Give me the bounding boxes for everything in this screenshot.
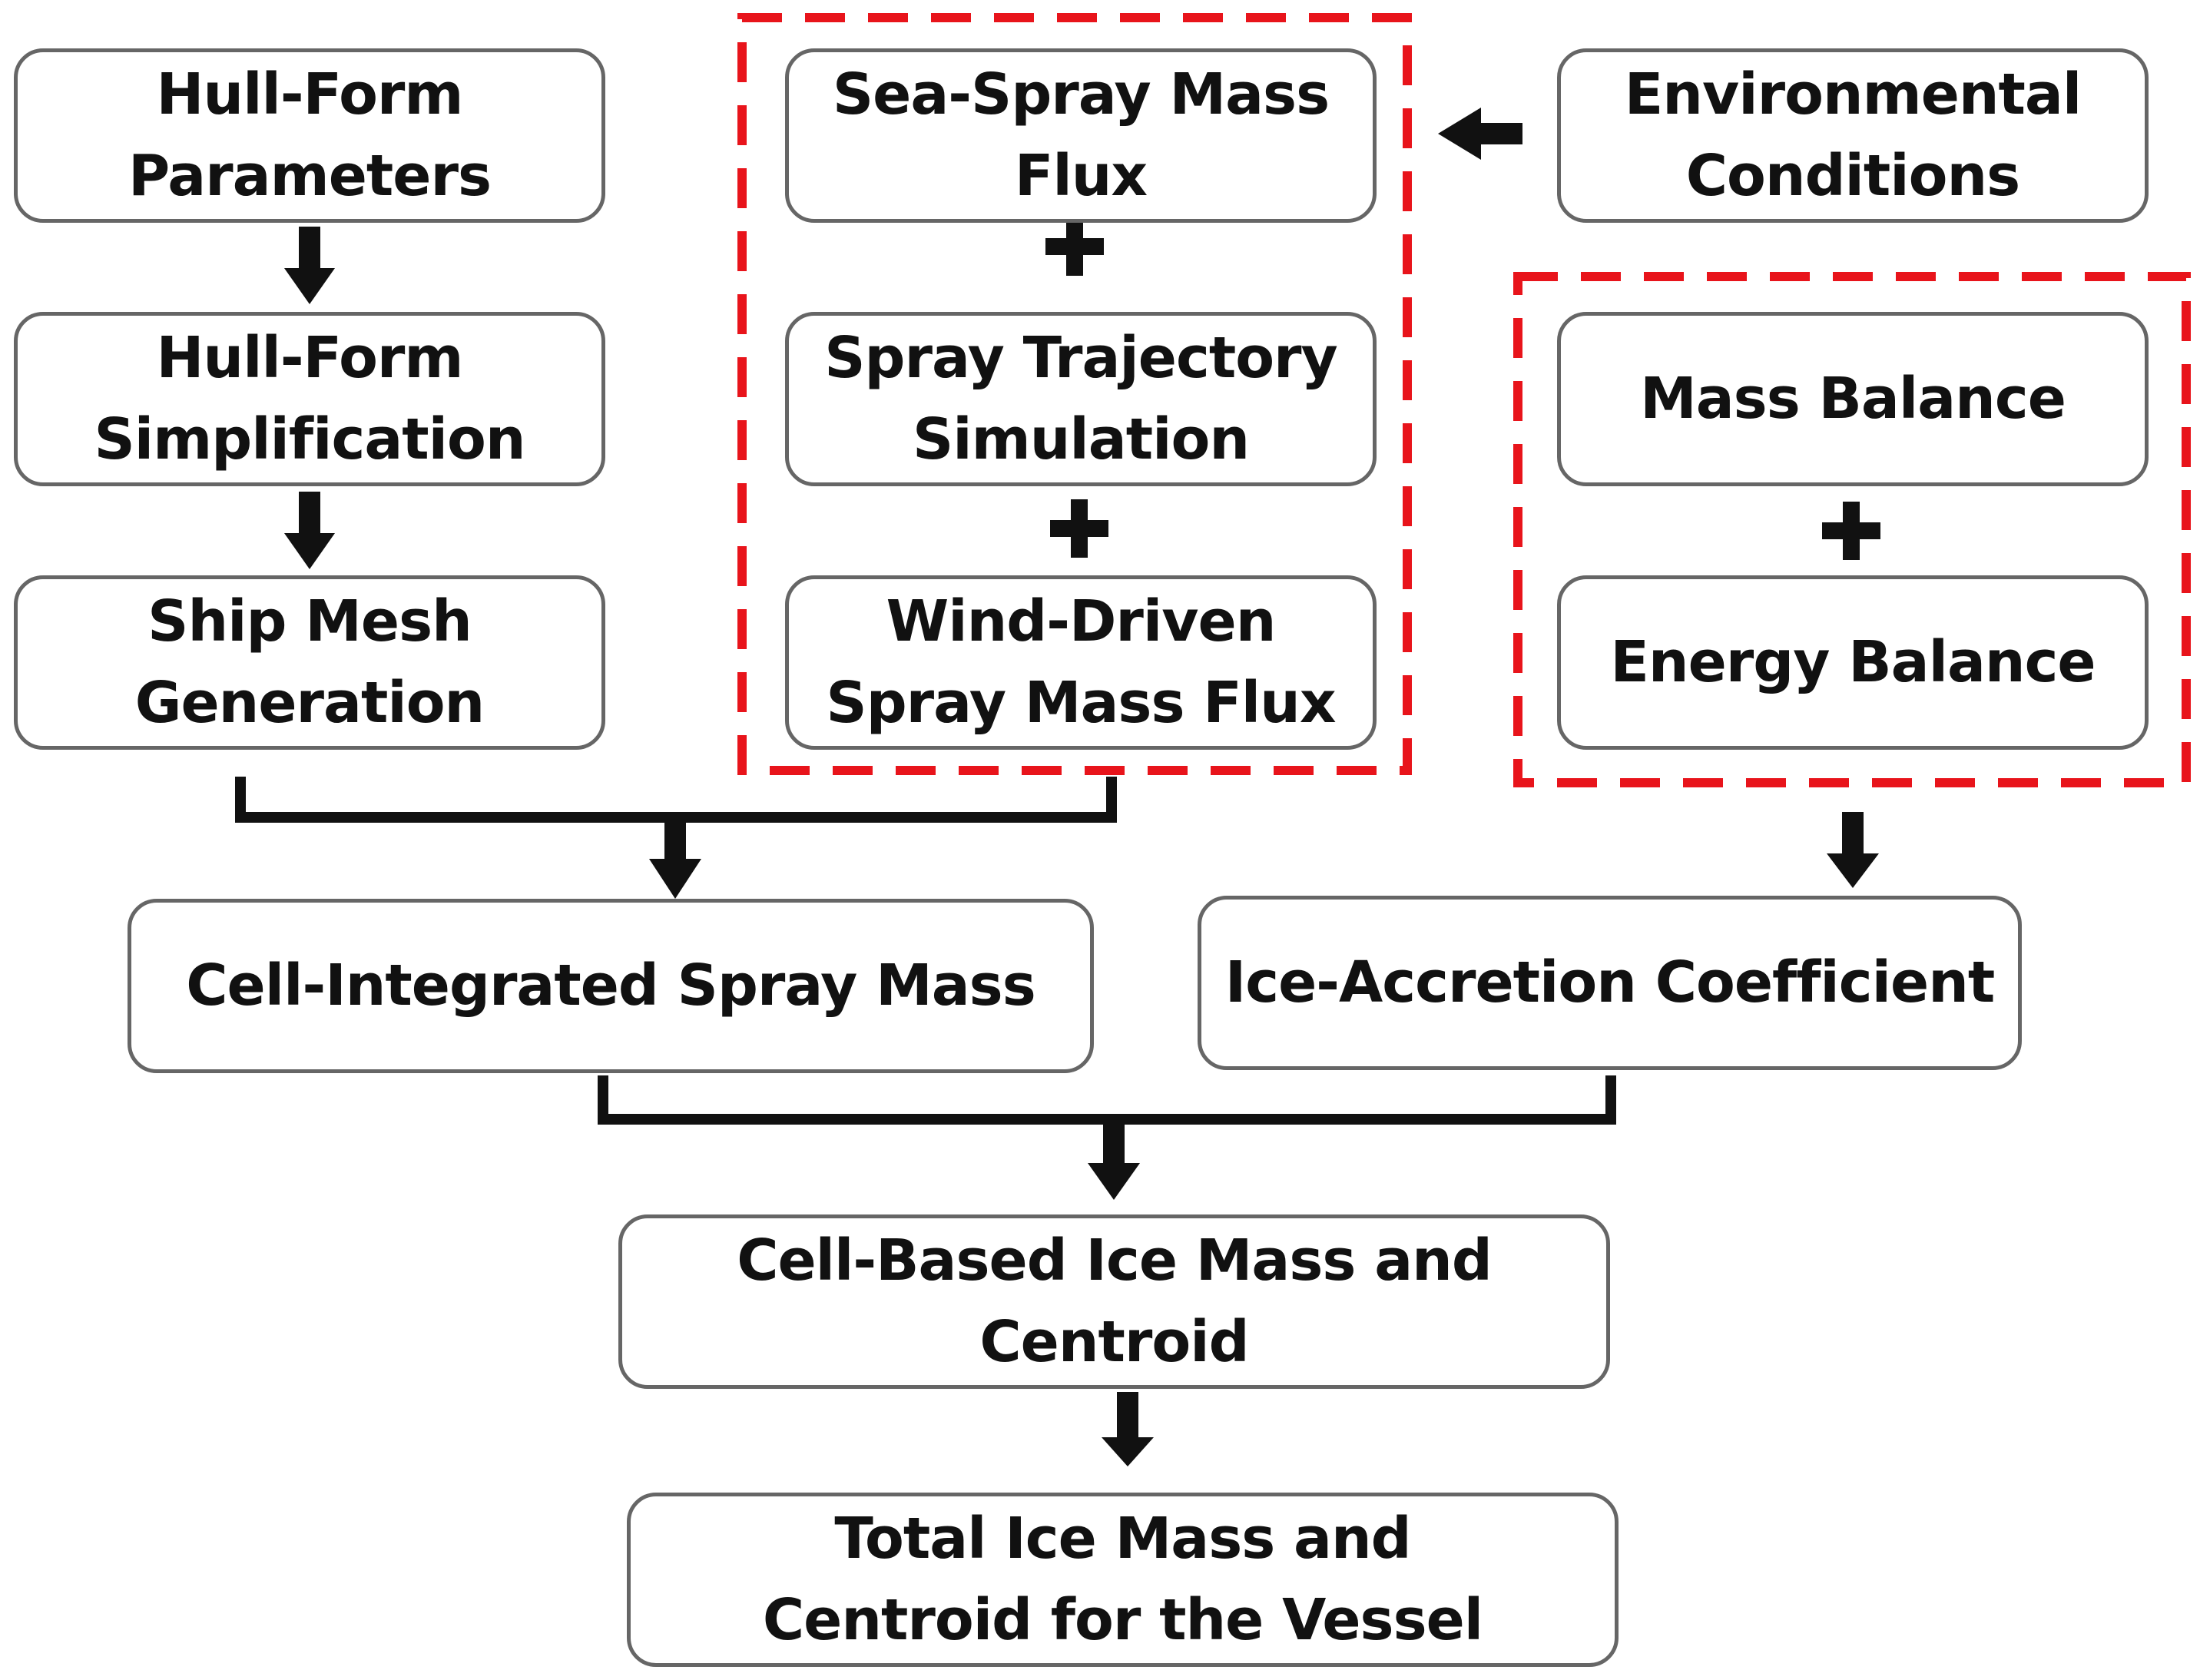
spray-trajectory-simulation-box: Spray Trajectory Simulation: [785, 312, 1377, 486]
arrow-environment-to-sea-spray: [1438, 108, 1522, 160]
arrow-parameters-to-simplification: [284, 227, 335, 304]
arrow-cell-based-to-total: [1102, 1392, 1154, 1466]
cell-based-ice-mass-box: Cell-Based Ice Mass and Centroid: [618, 1214, 1610, 1389]
spray-group-outline: [737, 13, 1412, 775]
energy-balance-label: Energy Balance: [1610, 628, 2096, 695]
ice-accretion-coefficient-label: Ice-Accretion Coefficient: [1224, 949, 1996, 1016]
wind-driven-spray-mass-flux-label: Wind-Driven Spray Mass Flux: [826, 588, 1336, 736]
total-ice-mass-label: Total Ice Mass and Centroid for the Vess…: [762, 1506, 1483, 1653]
balance-group-outline: [1513, 272, 2191, 787]
arrow-to-cell-based-ice-mass: [1088, 1119, 1140, 1200]
plus-icon: [1050, 499, 1108, 558]
mass-balance-label: Mass Balance: [1640, 365, 2066, 432]
ship-mesh-generation-box: Ship Mesh Generation: [14, 575, 605, 750]
environmental-conditions-box: Environmental Conditions: [1557, 48, 2149, 223]
hull-form-simplification-box: Hull-Form Simplification: [14, 312, 605, 486]
spray-trajectory-simulation-label: Spray Trajectory Simulation: [824, 325, 1338, 472]
plus-icon: [1822, 502, 1880, 560]
environmental-conditions-label: Environmental Conditions: [1624, 61, 2082, 209]
hull-form-parameters-box: Hull-Form Parameters: [14, 48, 605, 223]
merge-bracket-bottom: [598, 1075, 1616, 1125]
ship-mesh-generation-label: Ship Mesh Generation: [134, 588, 485, 736]
cell-based-ice-mass-label: Cell-Based Ice Mass and Centroid: [737, 1228, 1493, 1375]
hull-form-simplification-label: Hull-Form Simplification: [94, 325, 525, 472]
sea-spray-mass-flux-label: Sea-Spray Mass Flux: [832, 61, 1330, 209]
total-ice-mass-box: Total Ice Mass and Centroid for the Vess…: [627, 1493, 1619, 1667]
sea-spray-mass-flux-box: Sea-Spray Mass Flux: [785, 48, 1377, 223]
cell-integrated-spray-mass-box: Cell-Integrated Spray Mass: [128, 899, 1094, 1073]
wind-driven-spray-mass-flux-box: Wind-Driven Spray Mass Flux: [785, 575, 1377, 750]
arrow-simplification-to-mesh: [284, 492, 335, 569]
arrow-to-cell-integrated-spray-mass: [649, 817, 701, 899]
ice-accretion-coefficient-box: Ice-Accretion Coefficient: [1198, 896, 2022, 1070]
mass-balance-box: Mass Balance: [1557, 312, 2149, 486]
arrow-balance-to-ice-accretion: [1827, 812, 1879, 888]
hull-form-parameters-label: Hull-Form Parameters: [128, 61, 492, 209]
plus-icon: [1045, 217, 1104, 276]
energy-balance-box: Energy Balance: [1557, 575, 2149, 750]
cell-integrated-spray-mass-label: Cell-Integrated Spray Mass: [186, 952, 1035, 1019]
merge-bracket-top: [235, 777, 1117, 823]
